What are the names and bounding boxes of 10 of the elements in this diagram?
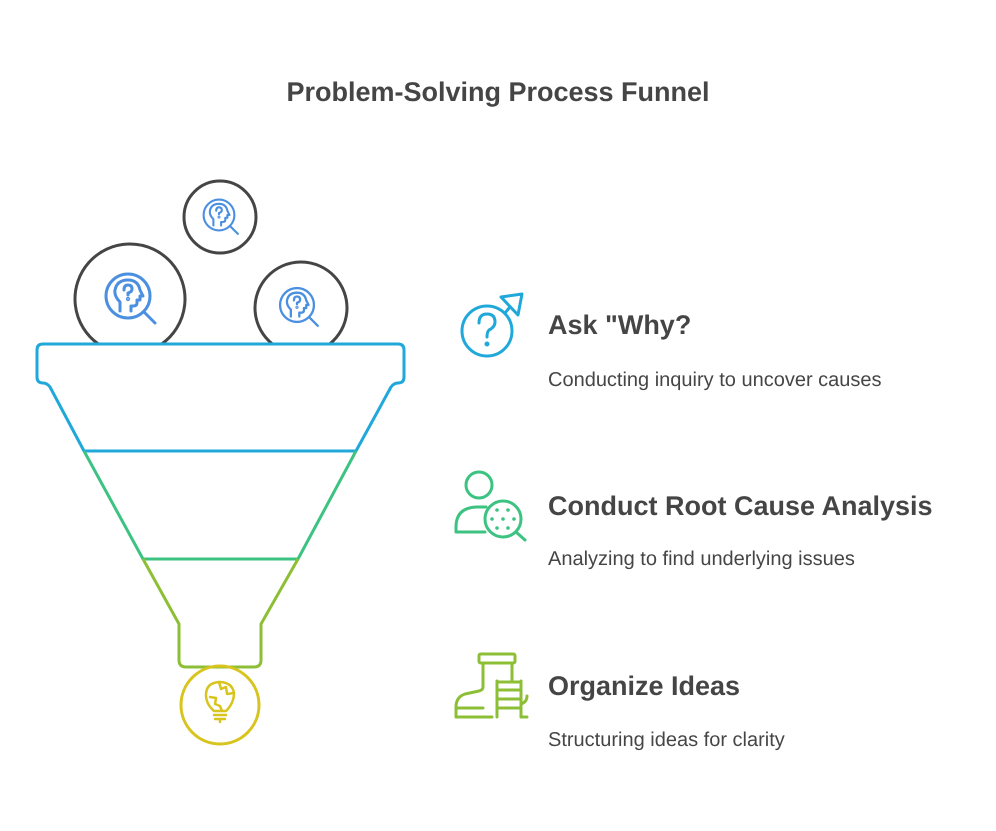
step-heading: Conduct Root Cause Analysis — [548, 490, 933, 522]
step-heading: Organize Ideas — [548, 670, 740, 702]
step-description: Structuring ideas for clarity — [548, 728, 785, 752]
step-heading: Ask "Why? — [548, 309, 692, 342]
funnel-middle-section — [82, 450, 358, 560]
step-description: Analyzing to find underlying issues — [548, 547, 855, 571]
diagram-title: Problem-Solving Process Funnel — [285, 76, 711, 108]
funnel-top-section — [36, 342, 406, 452]
funnel-bottom-section — [142, 558, 300, 668]
step-description: Conducting inquiry to uncover causes — [548, 368, 882, 392]
